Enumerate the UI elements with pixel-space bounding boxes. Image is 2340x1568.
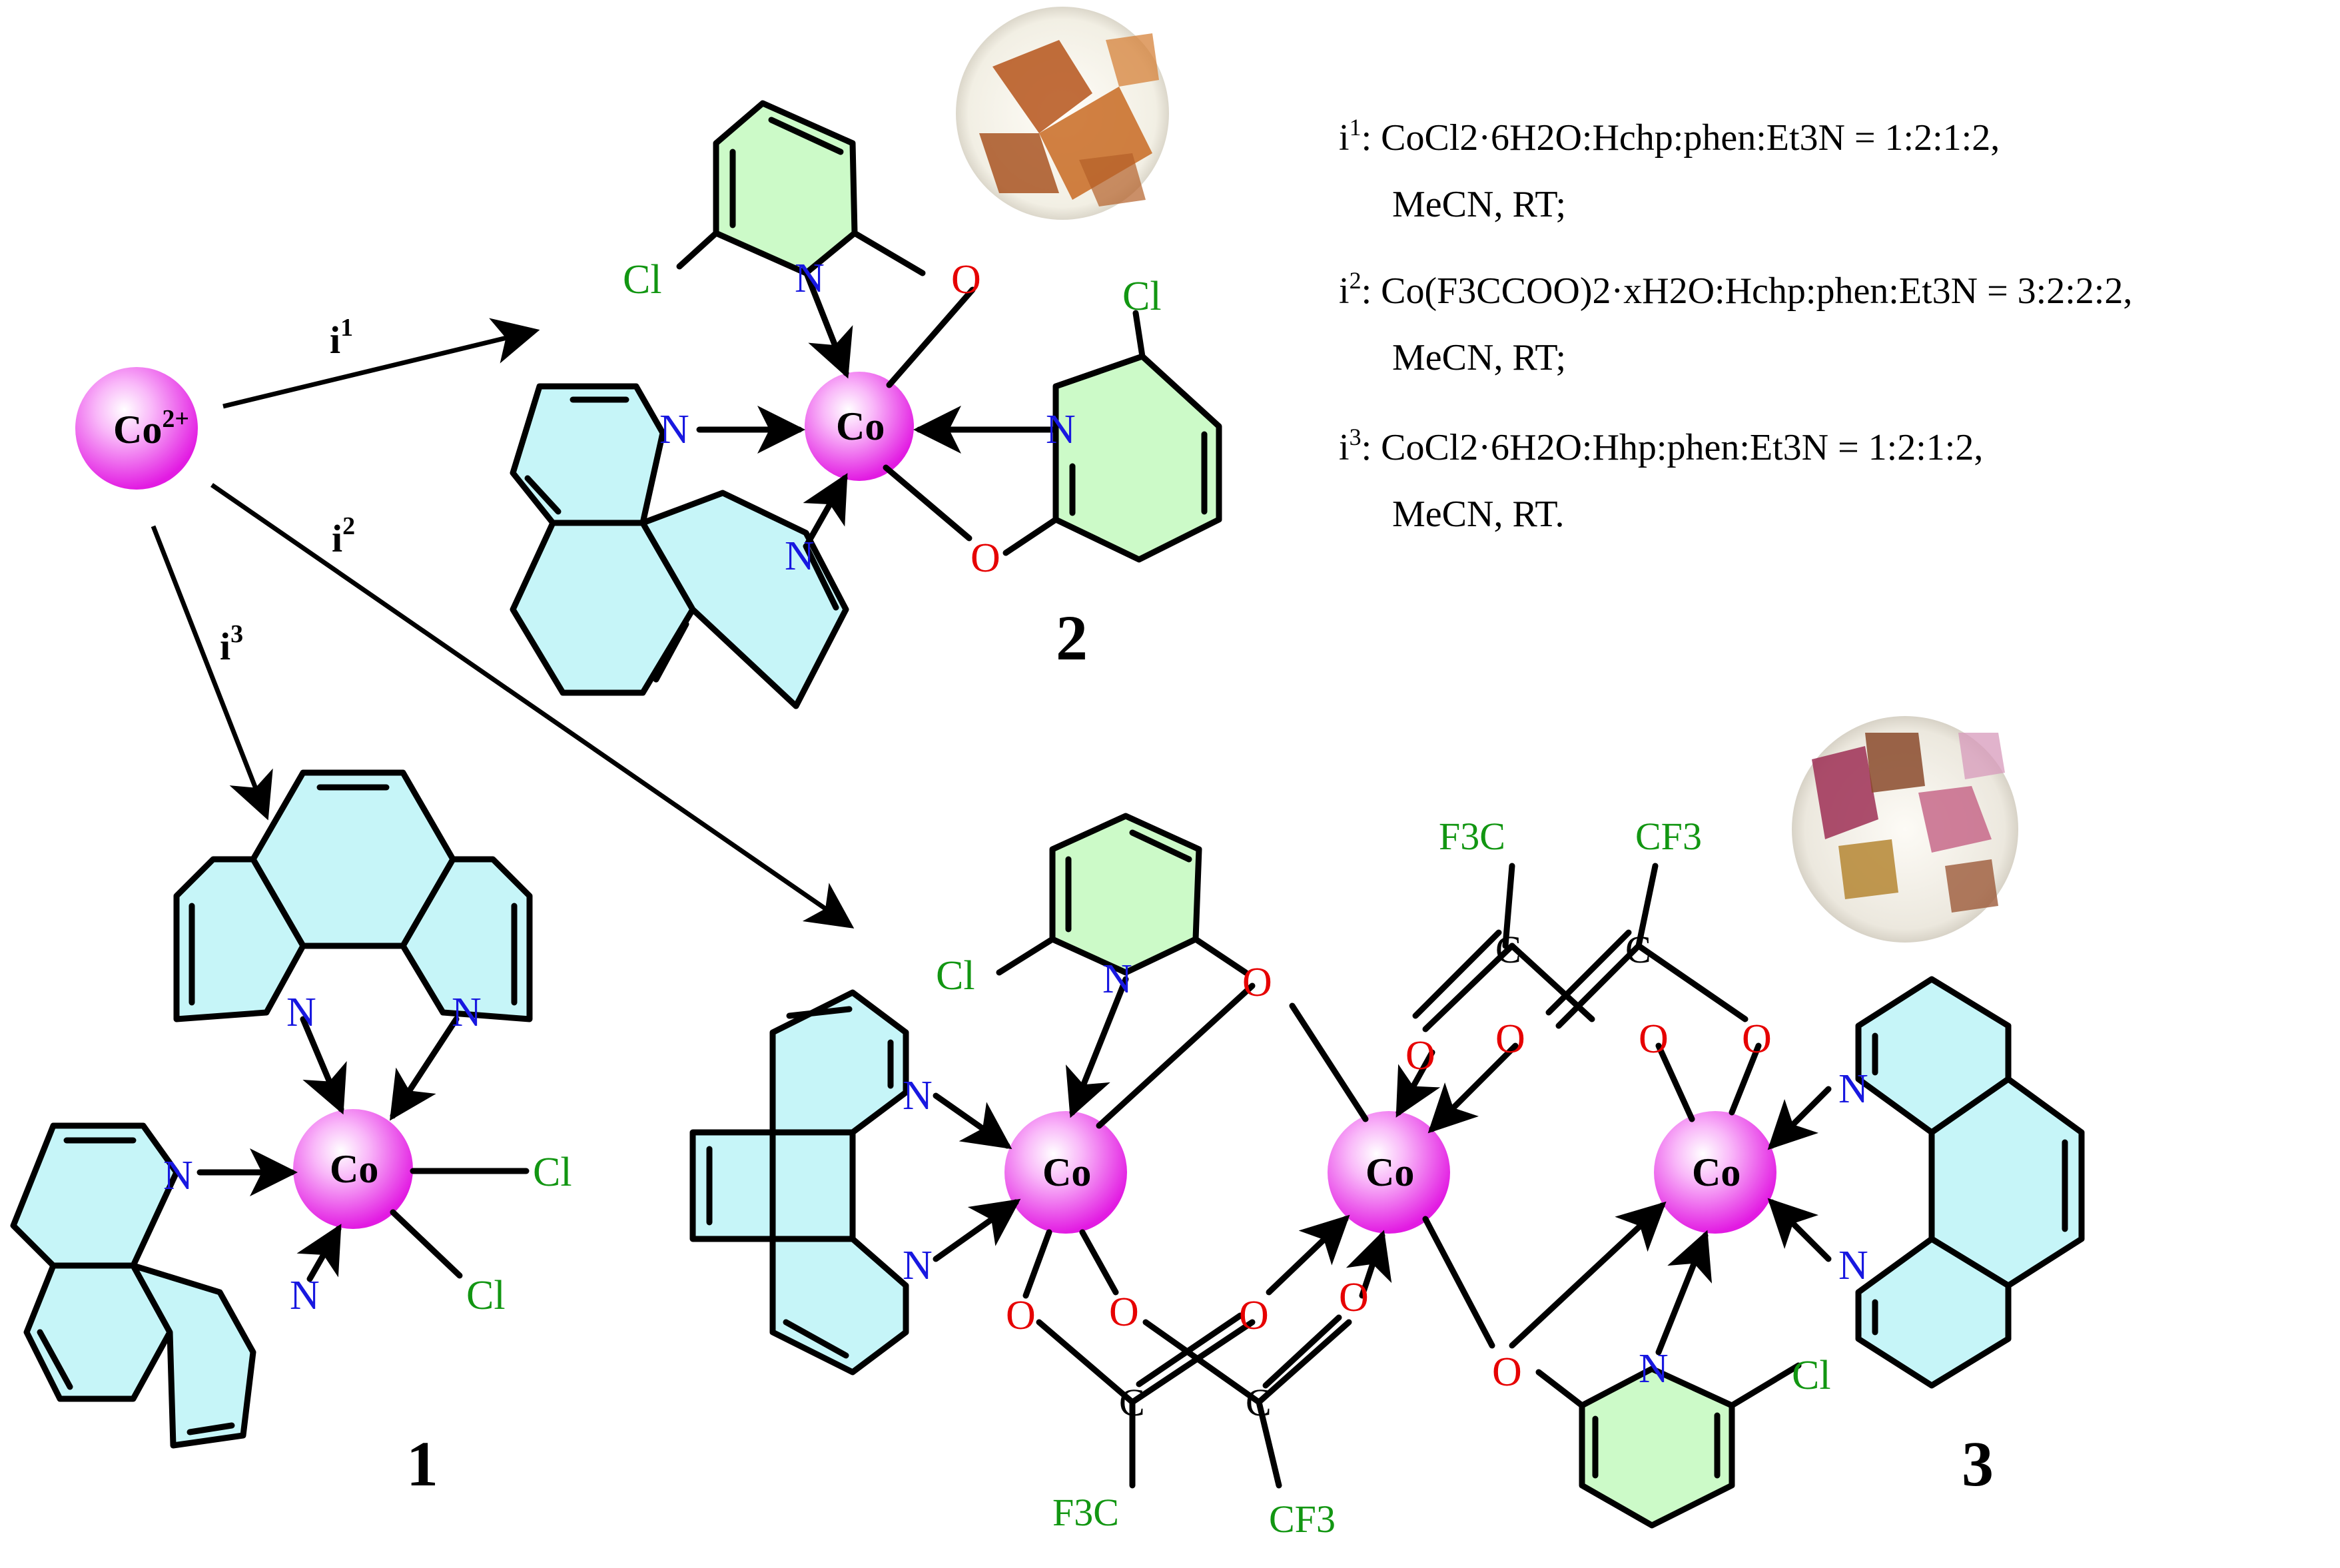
compound-3-cf3-label: F3C bbox=[1052, 1491, 1119, 1534]
compound-3-structure bbox=[689, 813, 2085, 1529]
compound-3-cf3-label: F3C bbox=[1439, 815, 1505, 858]
compound-3-cf3-label: CF3 bbox=[1269, 1497, 1336, 1541]
compound-1-number: 1 bbox=[406, 1428, 438, 1499]
compound-3-cf3-label: CF3 bbox=[1635, 815, 1702, 858]
compound-3-o-label: O bbox=[1242, 960, 1272, 1005]
compound-2-o-label: O bbox=[971, 536, 1000, 581]
compound-3-c-label: C bbox=[1119, 1381, 1145, 1424]
compound-2-cl-label: Cl bbox=[623, 257, 662, 302]
compound-3-o-label: O bbox=[1405, 1033, 1435, 1078]
compound-3-co-label: Co bbox=[1042, 1150, 1091, 1194]
compound-2-n-label: N bbox=[795, 256, 825, 301]
compound-3-number: 3 bbox=[1962, 1428, 1994, 1499]
reaction-arrows bbox=[151, 318, 855, 929]
compound-3-c-label: C bbox=[1625, 928, 1651, 971]
compound-2-number: 2 bbox=[1056, 602, 1088, 673]
compound-3-o-label: O bbox=[1742, 1016, 1772, 1062]
condition-2-line-2: MeCN, RT; bbox=[1392, 337, 1566, 378]
compound-3-cl-label: Cl bbox=[936, 953, 975, 998]
crystal-photo-compound-3 bbox=[1792, 716, 2018, 943]
arrow-step-2 bbox=[210, 483, 855, 929]
compound-3-n-label: N bbox=[1838, 1243, 1868, 1288]
condition-3-line-1: i3: CoCl2·6H2O:Hhp:phen:Et3N = 1:2:1:2, bbox=[1339, 424, 1983, 468]
compound-3-cl-label: Cl bbox=[1792, 1353, 1831, 1398]
compound-3-n-label: N bbox=[903, 1243, 933, 1288]
compound-3-n-label: N bbox=[903, 1073, 933, 1118]
start-cobalt-ion: Co2+ bbox=[75, 367, 198, 490]
condition-2-line-1: i2: Co(F3CCOO)2·xH2O:Hchp:phen:Et3N = 3:… bbox=[1339, 267, 2132, 312]
step-label-2: i2 bbox=[332, 512, 355, 560]
compound-2-n-label: N bbox=[785, 534, 815, 579]
compound-2-o-label: O bbox=[951, 257, 981, 302]
conditions-block: i1: CoCl2·6H2O:Hchp:phen:Et3N = 1:2:1:2,… bbox=[1339, 114, 2132, 535]
svg-text:Co2+: Co2+ bbox=[113, 405, 189, 452]
compound-2-n-label: N bbox=[659, 407, 689, 452]
compound-3-o-label: O bbox=[1639, 1016, 1669, 1062]
condition-3-line-2: MeCN, RT. bbox=[1392, 494, 1564, 535]
compound-2-cl-label: Cl bbox=[1122, 274, 1162, 319]
compound-1-co-label: Co bbox=[330, 1147, 378, 1191]
arrow-step-1 bbox=[222, 318, 540, 409]
compound-3-o-label: O bbox=[1239, 1293, 1269, 1338]
crystal-photo-compound-2 bbox=[956, 7, 1169, 220]
condition-1-line-1: i1: CoCl2·6H2O:Hchp:phen:Et3N = 1:2:1:2, bbox=[1339, 114, 2000, 159]
compound-3-n-label: N bbox=[1838, 1066, 1868, 1112]
condition-1-line-2: MeCN, RT; bbox=[1392, 184, 1566, 225]
compound-1-cl-label: Cl bbox=[533, 1150, 572, 1195]
compound-3-co-label: Co bbox=[1692, 1150, 1741, 1194]
compound-1-n-label: N bbox=[163, 1153, 193, 1198]
compound-3-c-label: C bbox=[1495, 928, 1521, 971]
compound-2-n-label: N bbox=[1046, 407, 1076, 452]
compound-3-c-label: C bbox=[1246, 1381, 1272, 1424]
compound-3-n-label: N bbox=[1639, 1346, 1669, 1391]
compound-1-n-label: N bbox=[452, 990, 482, 1035]
compound-3-o-label: O bbox=[1109, 1290, 1139, 1335]
compound-1-n-label: N bbox=[286, 990, 316, 1035]
compound-3-o-label: O bbox=[1006, 1293, 1036, 1338]
compound-1-cl-label: Cl bbox=[466, 1273, 506, 1318]
compound-3-o-label: O bbox=[1339, 1275, 1369, 1320]
compound-3-co-label: Co bbox=[1365, 1150, 1414, 1194]
compound-2-structure bbox=[510, 100, 1222, 709]
compound-2-co-label: Co bbox=[836, 404, 885, 448]
compound-3-n-label: N bbox=[1102, 957, 1132, 1002]
compound-3-o-label: O bbox=[1495, 1016, 1525, 1062]
step-label-3: i3 bbox=[220, 620, 243, 668]
step-label-1: i1 bbox=[330, 314, 353, 362]
arrow-step-3 bbox=[151, 525, 273, 821]
compound-3-o-label: O bbox=[1492, 1350, 1522, 1395]
compound-1-n-label: N bbox=[290, 1273, 320, 1318]
compound-1-structure bbox=[10, 769, 533, 1449]
